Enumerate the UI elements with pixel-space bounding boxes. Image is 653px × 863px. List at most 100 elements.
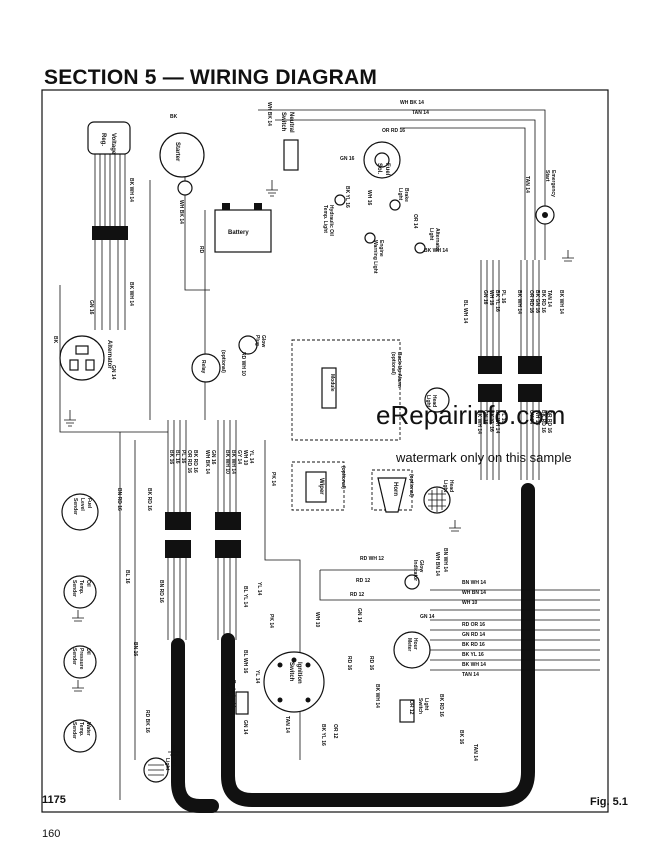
wire-label: GN 14 [420,614,435,620]
page-number: 160 [42,828,61,840]
emergency-start-label-1: Emergency [550,170,556,197]
wire-label: WH 16 [488,290,494,306]
tail-light: Tail Light [143,757,176,783]
wire-labels-lower-right: RD WH 12 BN WH 14 WH BN 14 BN WH 14 WH B… [314,548,486,761]
horn-label: Horn [392,482,398,496]
wire-label: WH BK 14 [178,200,184,224]
wire-label: OR RD 16 [528,290,534,313]
fuel-solenoid: Fuel Sol. [363,141,401,179]
wire-label: OR RD 16 [186,450,192,473]
wire-label: PL 16 [500,290,506,303]
wire-label: OR 12 [332,724,338,739]
light-switch: Light Switch [399,698,429,723]
hydraulic-oil-label-1: Hydraulic Oil [328,205,334,236]
alternator-light-label-1: Alternator [434,228,440,252]
wire-label: BN RD 16 [158,580,164,603]
starter: Starter [159,132,205,196]
alternator: Alternator [59,335,112,381]
wire-label: WH 10 [314,612,320,628]
wire-label: BK WH 14 [128,178,134,202]
wire-label: RD WH 10 [240,352,246,376]
wire-label: BK WH 14 [128,282,134,306]
wire-labels-center: RD WH 10 YL 14 WH 10 GY 14 BK WH 14 BK W… [168,352,254,474]
wiper: Wiper (optional) [291,461,346,511]
neutral-switch-label-2: Switch [280,112,286,132]
wire-label: OR 14 [412,214,418,229]
wire-label: TAN 14 [412,110,429,116]
wire-label: BN 16 [132,642,138,656]
head-light-upper: Head Light [424,387,450,413]
wire-label: GN RD 14 [462,632,485,638]
wire-label: GN 16 [482,410,488,425]
neutral-switch: Neutral Switch [280,112,299,171]
wire-label: BK WH 14 [230,450,236,474]
voltage-regulator: Voltage Reg. [87,121,131,155]
alternator-label: Alternator [106,340,112,369]
glow-indicator-label-1: Glow [418,560,424,572]
wire-label: TAN 14 [546,290,552,307]
hour-meter: Hour Meter [393,631,431,669]
wire-label: RD OR 16 [462,622,485,628]
connector-block [165,512,191,530]
wire-label: PK 14 [270,472,276,486]
wire-label: BL WH 14 [494,410,500,433]
wire-label: BK WH 14 [374,684,380,708]
wire-label: TAN 14 [472,744,478,761]
wire-label: BN WH 14 [462,580,486,586]
alternator-light-label-2: Light [428,228,434,241]
wire-labels-left: GN 16 GN 14 BK BK WH 14 BK RD 16 BL 16 B… [52,282,374,803]
wire-label: GY 14 [236,450,242,464]
oil-pressure-label-1: Oil [85,648,91,655]
wire-label: WH 16 [366,190,372,206]
wire-label: WH BK 14 [400,100,424,106]
connector-block [478,384,502,402]
wire-label: GN 16 [88,300,94,315]
wire-label: WH BN 14 [462,590,486,596]
relay-optional-label: (optional) [220,350,226,373]
brake-light-label-2: Light [397,188,403,201]
wire-label: RD 12 [356,578,370,584]
connector-block [165,540,191,558]
light-switch-label-2: Switch [417,698,423,714]
wire-label: GN 16 [210,450,216,465]
fuel-sender-label-1: Fuel [86,498,92,509]
battery-label: Battery [228,230,249,236]
wire-label: TAN 14 [524,176,530,193]
wire-label: BK [170,114,178,120]
brake-switch-label-2: Switch [224,680,230,696]
wire-label: BK YL 16 [462,652,484,658]
indicator-lights-top: Hydraulic Oil Temp. Light Brake Light Al… [322,188,440,274]
light-switch-label-1: Light [423,698,429,711]
horn-optional-label: (optional) [408,474,414,497]
watermark-site: eRepairinfo.com [376,400,565,430]
wire-label: BK YL 16 [320,724,326,746]
wire-label: BK WH 14 [462,662,486,668]
hour-meter-label-2: Meter [406,638,412,651]
wire-label: BK RD 16 [540,410,546,433]
connector-block [478,356,502,374]
wire-label: GN 14 [242,720,248,735]
wire-label: BL 16 [124,570,130,584]
wire-label: WH BK 14 [266,102,272,126]
left-harness [171,638,219,813]
wire-label: BN RD 16 [116,488,122,511]
wire-label: BK 16 [458,730,464,744]
head-light-lower: Head Light [423,480,454,514]
wire-label: GY 14 [528,410,534,424]
wire-label: BL YL 14 [242,586,248,607]
wire-label: BK GN 16 [534,290,540,313]
wire-label: BK [52,336,58,344]
starter-label: Starter [174,142,180,162]
wire-label: BL WH 14 [462,300,468,323]
wire-label: BL 16 [174,450,180,464]
wire-label: BK YL 16 [344,186,350,208]
neutral-switch-label-1: Neutral [288,112,294,133]
fuel-sender-label-2: Level [79,498,85,511]
wire-label: GN 16 [340,156,355,162]
engine-warning-label-2: Warning Light [372,240,378,274]
glow-plug-label-1: Glow [260,335,266,347]
connector-block [215,540,241,558]
wire-label: BL WH 16 [242,650,248,673]
wire-bundles [59,109,600,800]
wire-label: PK 14 [268,614,274,628]
